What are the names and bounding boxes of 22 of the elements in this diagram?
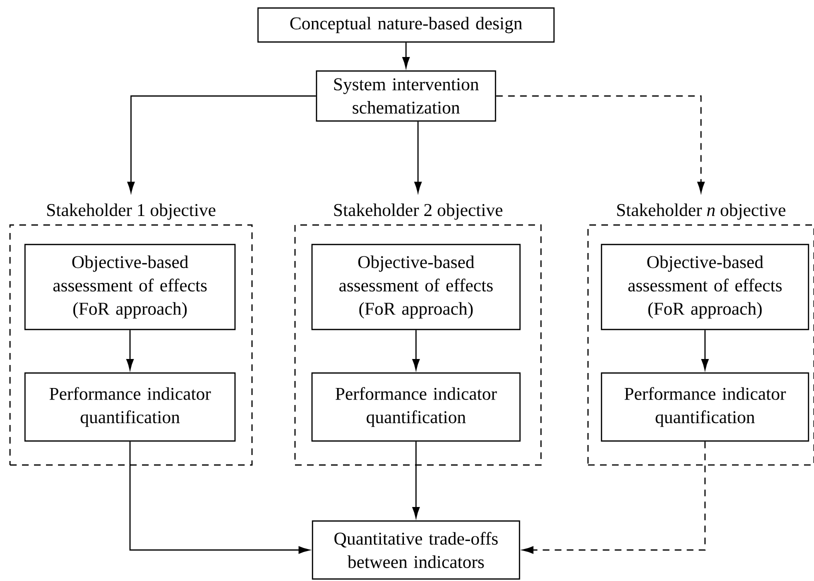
node-label: Stakeholder n objective [617,203,786,220]
arrow [412,330,420,370]
arrow [412,442,420,518]
arrow [126,330,134,370]
arrow [414,122,422,193]
process-box: Quantitative trade-offs between indicators [312,520,520,580]
arrow [129,442,310,554]
process-box: Objective-based assessment of effects (FoR approach) [600,244,810,330]
arrow [701,330,709,370]
arrow [127,95,316,193]
arrow [496,95,705,193]
process-box: System intervention schematization [316,70,496,122]
arrow [402,42,410,68]
process-box: Conceptual nature-based design [257,7,555,43]
process-box: Objective-based assessment of effects (FoR approach) [24,244,236,330]
arrow [522,442,706,554]
node-label: Stakeholder 2 objective [334,203,502,220]
process-box: Performance indicator quantification [311,372,521,442]
process-box: Objective-based assessment of effects (FoR approach) [311,244,521,330]
process-box: Performance indicator quantification [24,372,236,442]
process-box: Performance indicator quantification [600,372,810,442]
node-label: Stakeholder 1 objective [47,203,216,220]
